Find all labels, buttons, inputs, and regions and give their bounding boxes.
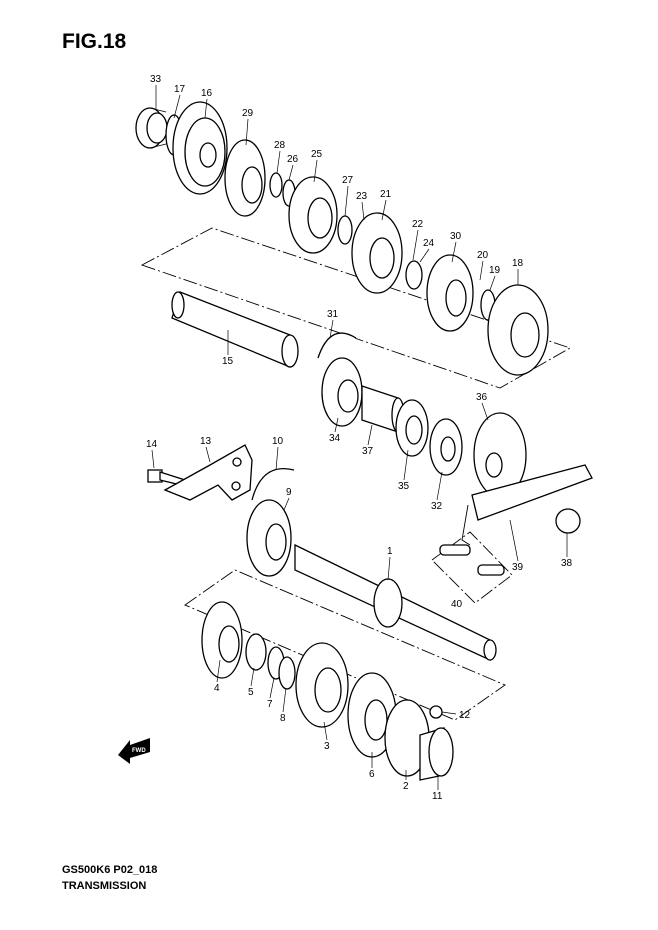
callout-34: 34 bbox=[329, 433, 341, 444]
part-5-bushing bbox=[245, 633, 267, 671]
callout-20: 20 bbox=[477, 250, 489, 261]
fwd-arrow-icon: FWD bbox=[118, 738, 150, 764]
callout-35: 35 bbox=[398, 481, 410, 492]
callout-1: 1 bbox=[387, 546, 393, 557]
callout-11: 11 bbox=[432, 791, 443, 802]
part-35-oil-seal bbox=[395, 399, 429, 457]
callout-32: 32 bbox=[431, 501, 443, 512]
part-40-chain-joint bbox=[431, 531, 513, 604]
callout-18: 18 bbox=[512, 258, 524, 269]
part-8-circlip bbox=[278, 656, 296, 690]
part-25-gear bbox=[288, 176, 338, 254]
callout-5: 5 bbox=[248, 687, 254, 698]
callout-8: 8 bbox=[280, 713, 286, 724]
callout-15: 15 bbox=[222, 356, 234, 367]
figure-title: FIG.18 bbox=[62, 30, 127, 53]
part-11-bearing bbox=[419, 727, 454, 781]
callout-12: 12 bbox=[459, 710, 471, 721]
callout-29: 29 bbox=[242, 108, 254, 119]
part-15-countershaft bbox=[171, 291, 299, 368]
callout-23: 23 bbox=[356, 191, 368, 202]
callout-30: 30 bbox=[450, 231, 462, 242]
part-3-gear bbox=[295, 642, 349, 728]
callout-14: 14 bbox=[146, 439, 158, 450]
part-34-bearing bbox=[321, 357, 363, 427]
part-21-gear bbox=[351, 212, 403, 294]
leader-lines bbox=[151, 85, 568, 790]
callout-22: 22 bbox=[412, 219, 424, 230]
footer-section-name: TRANSMISSION bbox=[62, 880, 147, 892]
part-27-washer bbox=[337, 215, 353, 245]
callout-19: 19 bbox=[489, 265, 501, 276]
callout-38: 38 bbox=[561, 558, 573, 569]
part-4-gear bbox=[201, 601, 243, 679]
part-18-gear bbox=[487, 284, 549, 376]
callout-3: 3 bbox=[324, 741, 330, 752]
callout-36: 36 bbox=[476, 392, 488, 403]
callout-24: 24 bbox=[423, 238, 435, 249]
part-9-bearing bbox=[246, 499, 292, 577]
callout-40: 40 bbox=[451, 599, 463, 610]
part-30-gear bbox=[426, 254, 474, 332]
callout-7: 7 bbox=[267, 699, 273, 710]
callout-labels: 33 17 16 29 28 26 25 27 23 21 22 24 30 2… bbox=[146, 74, 573, 802]
callout-16: 16 bbox=[201, 88, 213, 99]
part-16-gear bbox=[172, 101, 228, 195]
part-10-circlip bbox=[251, 468, 295, 501]
callout-31: 31 bbox=[327, 309, 339, 320]
part-31-circlip bbox=[317, 332, 357, 359]
fwd-icon-label: FWD bbox=[132, 748, 146, 754]
part-13-bracket bbox=[163, 444, 253, 501]
part-24-washer bbox=[405, 260, 423, 290]
callout-33: 33 bbox=[150, 74, 162, 85]
part-1-driveshaft bbox=[294, 543, 497, 662]
part-36-sprocket bbox=[473, 412, 527, 498]
callout-9: 9 bbox=[286, 487, 292, 498]
part-12-oil-seal bbox=[429, 705, 443, 719]
callout-25: 25 bbox=[311, 149, 323, 160]
callout-6: 6 bbox=[369, 769, 375, 780]
callout-26: 26 bbox=[287, 154, 299, 165]
callout-39: 39 bbox=[512, 562, 524, 573]
callout-28: 28 bbox=[274, 140, 286, 151]
callout-17: 17 bbox=[174, 84, 186, 95]
part-29-gear bbox=[224, 139, 266, 217]
upper-shaft-frame bbox=[140, 227, 572, 389]
callout-27: 27 bbox=[342, 175, 354, 186]
callout-10: 10 bbox=[272, 436, 284, 447]
part-32-spacer bbox=[429, 418, 463, 476]
part-33-bearing bbox=[135, 107, 168, 149]
part-38-circlip bbox=[555, 508, 581, 534]
footer-diagram-code: GS500K6 P02_018 bbox=[62, 864, 158, 876]
callout-2: 2 bbox=[403, 781, 409, 792]
part-28-washer bbox=[269, 172, 283, 198]
part-6-gear bbox=[347, 672, 397, 758]
callout-13: 13 bbox=[200, 436, 212, 447]
callout-37: 37 bbox=[362, 446, 374, 457]
part-39-chain bbox=[461, 464, 593, 546]
callout-21: 21 bbox=[380, 189, 392, 200]
callout-4: 4 bbox=[214, 683, 220, 694]
